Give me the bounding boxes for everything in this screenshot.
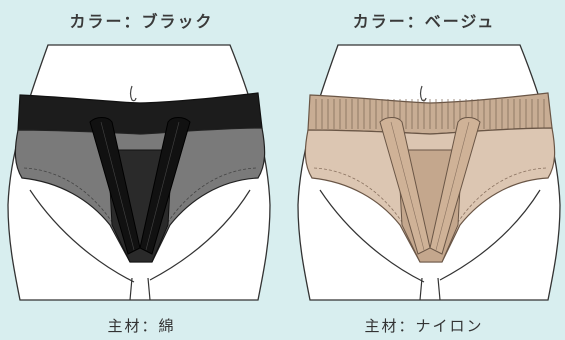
black-strap-right [139, 117, 191, 255]
black-strap-left [89, 117, 141, 255]
beige-strap-left [379, 117, 431, 255]
black-brief-illustration [7, 44, 271, 301]
material-label-nylon: 主材：ナイロン [364, 317, 484, 335]
material-label-cotton: 主材：綿 [107, 317, 176, 335]
color-label-black: カラー：ブラック [69, 12, 214, 31]
beige-brief-illustration [297, 44, 561, 301]
beige-strap-right [429, 117, 481, 255]
color-label-beige: カラー：ベージュ [352, 12, 496, 31]
